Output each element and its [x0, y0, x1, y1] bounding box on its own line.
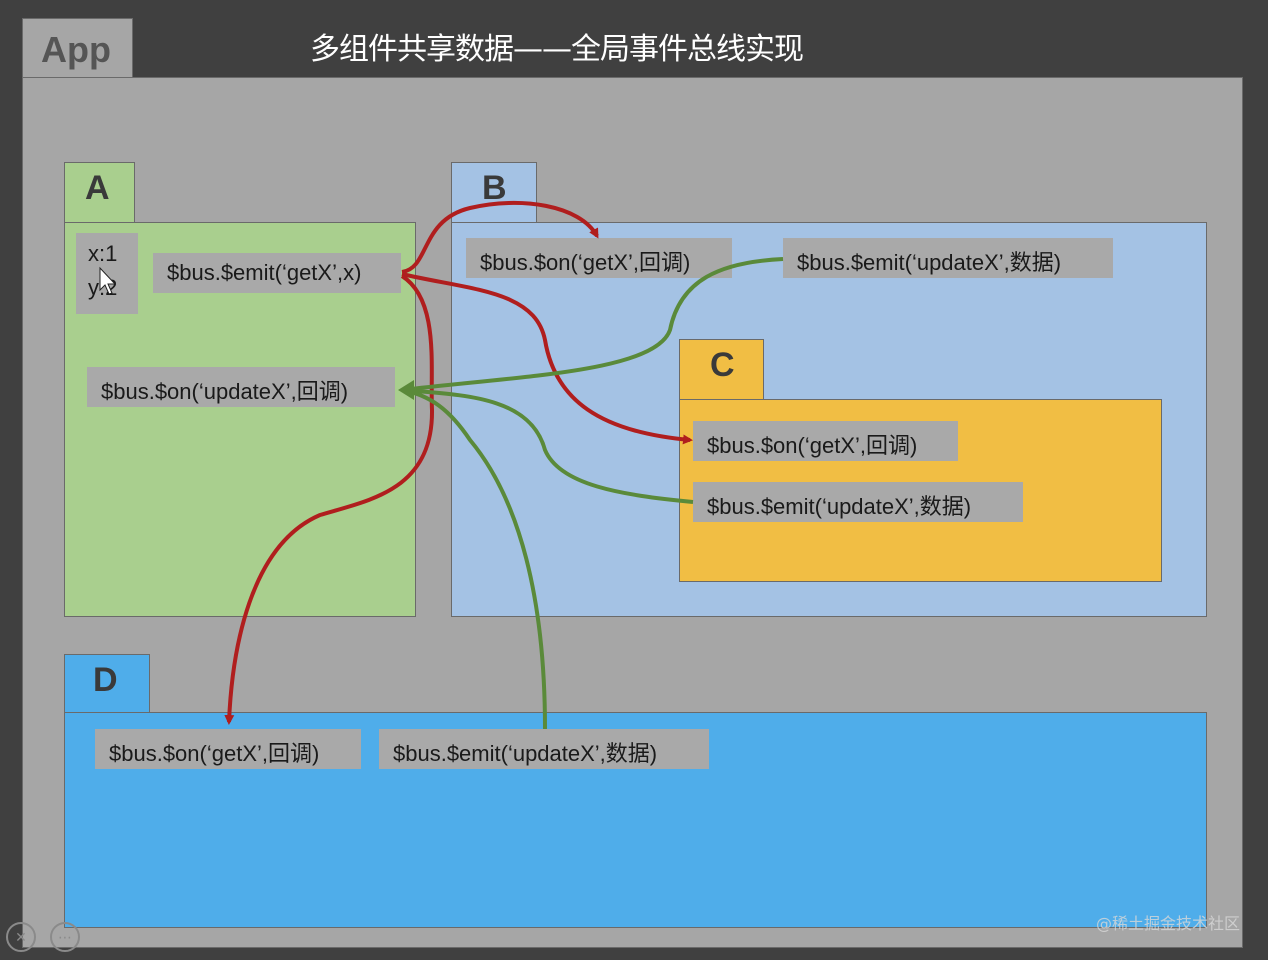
- component-c-tab: C: [679, 339, 764, 401]
- component-d-tab: D: [64, 654, 150, 714]
- component-c-label: C: [710, 346, 735, 384]
- a-y-value: y:2: [88, 275, 118, 300]
- c-emit-updatex-chip: $bus.$emit(‘updateX’,数据): [693, 482, 1023, 522]
- component-a-label: A: [85, 169, 110, 207]
- component-d-label: D: [93, 661, 118, 699]
- component-b-tab: B: [451, 162, 537, 223]
- d-emit-updatex-chip: $bus.$emit(‘updateX’,数据): [379, 729, 709, 769]
- a-emit-getx-chip: $bus.$emit(‘getX’,x): [153, 253, 401, 293]
- a-data-box: x:1 y:2: [76, 233, 138, 314]
- corner-logo-icon: ✕: [6, 922, 36, 952]
- more-icon[interactable]: ⋯: [50, 922, 80, 952]
- page-title: 多组件共享数据——全局事件总线实现: [310, 32, 804, 67]
- watermark: @稀土掘金技术社区: [1095, 914, 1240, 933]
- a-on-updatex-chip: $bus.$on(‘updateX’,回调): [87, 367, 395, 407]
- app-label: App: [41, 29, 111, 70]
- app-tab: App: [22, 18, 133, 78]
- a-x-value: x:1: [88, 241, 118, 266]
- component-a-tab: A: [64, 162, 135, 223]
- component-b-label: B: [482, 169, 507, 207]
- b-emit-updatex-chip: $bus.$emit(‘updateX’,数据): [783, 238, 1113, 278]
- b-on-getx-chip: $bus.$on(‘getX’,回调): [466, 238, 732, 278]
- d-on-getx-chip: $bus.$on(‘getX’,回调): [95, 729, 361, 769]
- c-on-getx-chip: $bus.$on(‘getX’,回调): [693, 421, 958, 461]
